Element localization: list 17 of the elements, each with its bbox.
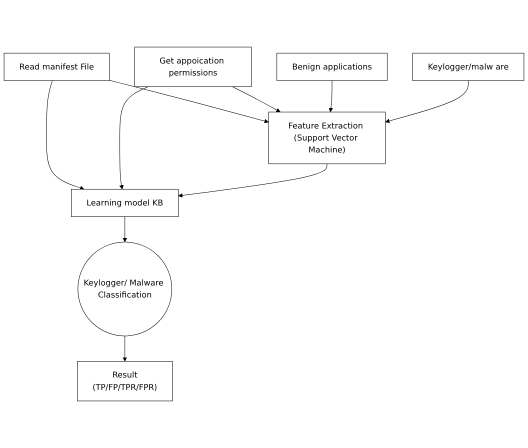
arrow [46, 80, 84, 190]
arrow [109, 80, 269, 124]
arrow [122, 336, 128, 362]
arrow [328, 80, 334, 112]
arrow [178, 164, 328, 198]
arrow [122, 216, 128, 242]
node-box: Learning model KB [71, 188, 179, 217]
arrow [385, 80, 469, 124]
node-box: Read manifest File [4, 52, 110, 81]
node-box: Result (TP/FP/TPR/FPR) [77, 361, 173, 402]
arrow [119, 86, 149, 190]
node-box: Feature Extraction (Support Vector Machine) [268, 112, 386, 164]
arrow [232, 86, 281, 112]
node-box: Get appoication permissions [134, 46, 252, 87]
node-box: Keylogger/malw are [412, 52, 524, 81]
node-circle: Keylogger/ Malware Classification [78, 242, 172, 336]
node-box: Benign applications [276, 52, 388, 81]
